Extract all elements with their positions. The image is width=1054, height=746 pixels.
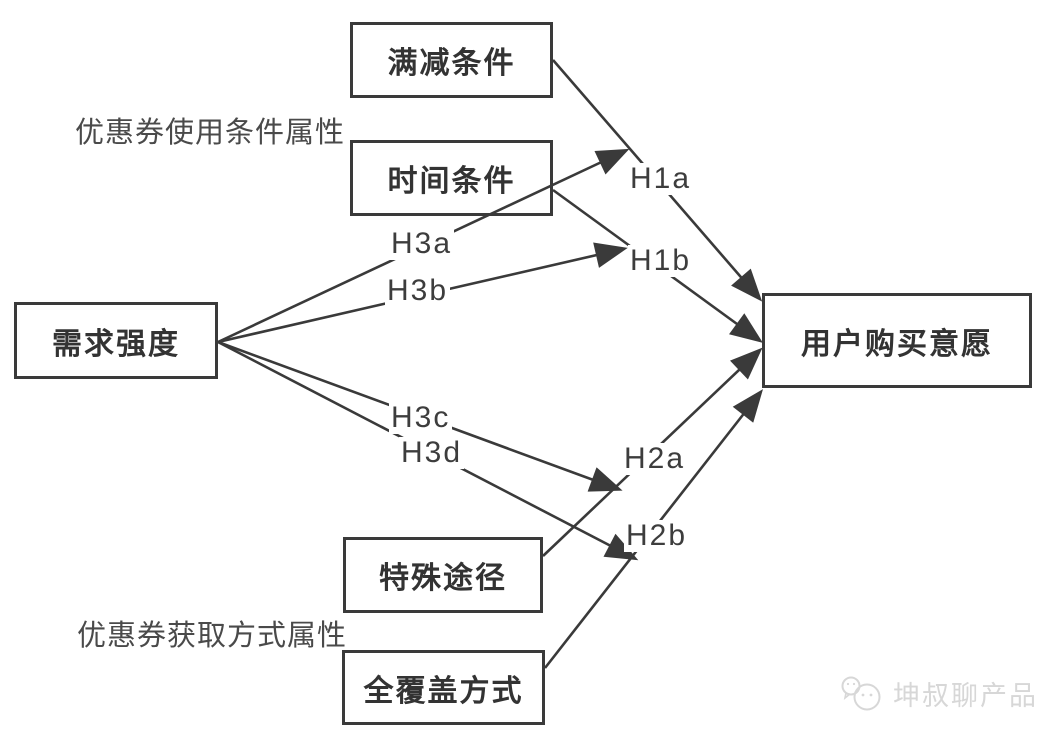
node-teshu: 特殊途径 bbox=[343, 537, 543, 613]
edge-label-h2b: H2b bbox=[624, 519, 690, 552]
watermark: 坤叔聊产品 bbox=[838, 674, 1038, 713]
edge-label-h3a: H3a bbox=[389, 227, 455, 260]
node-manjian: 满减条件 bbox=[350, 22, 553, 98]
group-label-acquisition-attrs: 优惠券获取方式属性 bbox=[77, 620, 348, 652]
node-yonghu: 用户购买意愿 bbox=[762, 293, 1032, 388]
edge-label-h1a: H1a bbox=[628, 162, 694, 195]
node-xuqiu: 需求强度 bbox=[14, 302, 218, 379]
edge-label-h1b: H1b bbox=[628, 244, 694, 277]
edge-label-h3d: H3d bbox=[399, 436, 465, 469]
node-shijian: 时间条件 bbox=[350, 140, 553, 216]
edge-label-h3b: H3b bbox=[385, 274, 451, 307]
chat-bubbles-icon bbox=[841, 676, 881, 710]
edge-label-h2a: H2a bbox=[622, 442, 688, 475]
watermark-text: 坤叔聊产品 bbox=[893, 681, 1038, 711]
edge-label-h3c: H3c bbox=[389, 401, 453, 434]
group-label-usage-attrs: 优惠券使用条件属性 bbox=[75, 117, 346, 149]
node-quanfugai: 全覆盖方式 bbox=[342, 650, 545, 725]
